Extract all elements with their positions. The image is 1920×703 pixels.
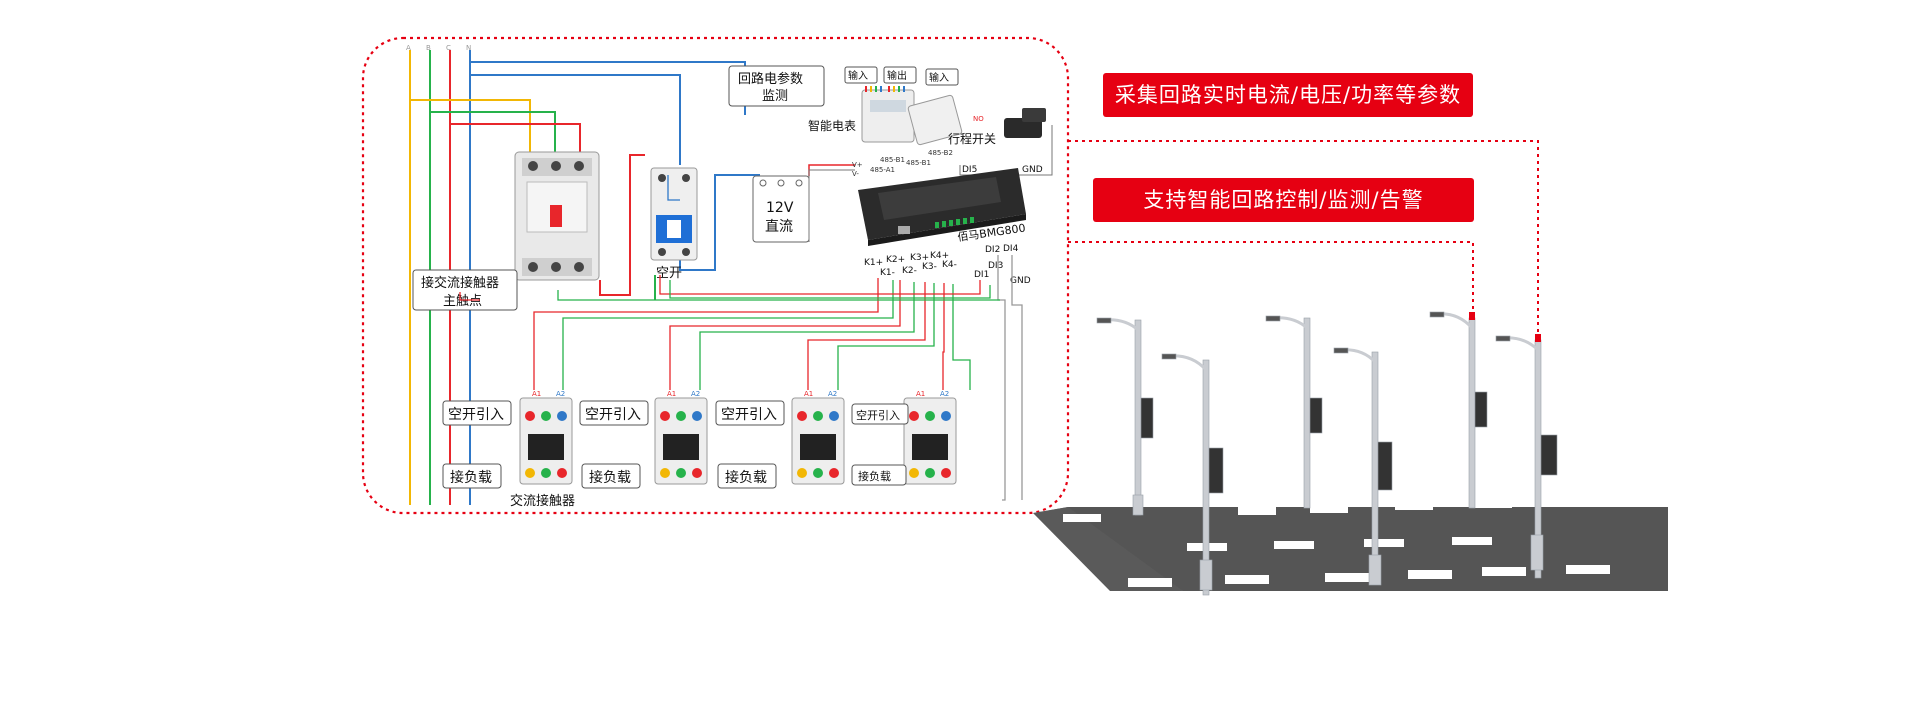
di3-label: DI3 [988, 261, 1003, 271]
k2m-label: K2- [902, 266, 917, 276]
a1-label-2: A1 [667, 390, 676, 398]
k1m-label: K1- [880, 268, 895, 278]
breaker-in-label-2: 空开引入 [585, 407, 641, 423]
contactor-3 [791, 397, 845, 485]
phase-label-n: N [466, 44, 471, 52]
vminus-label: V- [852, 170, 859, 178]
a1-label-4: A1 [916, 390, 925, 398]
breaker-in-label-4: 空开引入 [856, 408, 900, 422]
dc-supply: 12V 直流 [752, 175, 810, 243]
contact-label-line1: 接交流接触器 [421, 275, 499, 291]
load-box-3 [717, 463, 777, 489]
contact-label-box [412, 269, 518, 311]
dc-label-line1: 12V [766, 200, 794, 216]
output-tag-text: 输出 [887, 69, 907, 82]
rs485-b1-label: 485-B1 [880, 156, 905, 164]
input-tag-2 [925, 68, 959, 86]
loop-monitor-line1: 回路电参数 [738, 71, 803, 87]
rs485-b2-label: 485-B2 [928, 149, 953, 157]
controller-device [858, 168, 1026, 246]
k4m-label: K4- [942, 260, 957, 270]
contact-label-line2: 主触点 [443, 294, 482, 309]
contactor-1 [519, 397, 573, 485]
vplus-label: V+ [852, 161, 863, 169]
breaker-in-label-1: 空开引入 [448, 407, 504, 423]
callout-smart-control: 支持智能回路控制/监测/告警 [1093, 178, 1474, 222]
pole-6 [1495, 334, 1558, 579]
di5-label: DI5 [962, 165, 977, 175]
rs485-b1b-label: 485-B1 [906, 159, 931, 167]
breaker-in-box-4 [851, 403, 909, 425]
main-breaker [514, 151, 600, 281]
phase-label-a: A [406, 44, 411, 52]
loop-monitor-line2: 监测 [762, 89, 788, 104]
rs485-a1-label: 485-A1 [870, 166, 895, 174]
loop-monitor-box [728, 65, 825, 107]
travel-switch [1004, 108, 1046, 138]
load-label-3: 接负载 [725, 469, 767, 486]
breaker-in-box-1 [442, 400, 512, 426]
a2-label-4: A2 [940, 390, 949, 398]
smart-meter [861, 86, 915, 143]
di2-label: DI2 [985, 245, 1000, 255]
load-box-4 [851, 464, 907, 486]
breaker-2p [650, 167, 698, 261]
a2-label-3: A2 [828, 390, 837, 398]
pole-3 [1265, 315, 1323, 509]
load-label-1: 接负载 [450, 469, 492, 486]
contactor-2 [654, 397, 708, 485]
smart-poles [1096, 311, 1558, 596]
k3p-label: K3+ [910, 253, 929, 263]
gnd-bottom-label: GND [1010, 276, 1031, 286]
a1-label-1: A1 [532, 390, 541, 398]
contactor-row [519, 397, 957, 485]
input-tag-1-text: 输入 [848, 69, 868, 82]
input-tag-2-text: 输入 [929, 71, 949, 84]
k2p-label: K2+ [886, 255, 905, 265]
a2-label-1: A2 [556, 390, 565, 398]
di1-label: DI1 [974, 270, 989, 280]
phase-label-c: C [446, 44, 451, 52]
k1p-label: K1+ [864, 258, 883, 268]
contactor-label: 交流接触器 [510, 493, 575, 509]
a2-label-2: A2 [691, 390, 700, 398]
output-tag [883, 66, 917, 84]
travel-switch-label: 行程开关 [948, 131, 996, 146]
k4p-label: K4+ [930, 251, 949, 261]
callout-collect-parameters: 采集回路实时电流/电压/功率等参数 [1103, 73, 1473, 117]
control-wires [459, 175, 1023, 501]
connector-line-2 [1068, 241, 1474, 318]
a1-label-3: A1 [804, 390, 813, 398]
contactor-4 [903, 397, 957, 485]
phase-label-b: B [426, 44, 431, 52]
meter-label: 智能电表 [808, 118, 856, 133]
pole-2 [1161, 353, 1224, 596]
no-label: NO [973, 115, 984, 123]
gnd-top-label: GND [1022, 165, 1043, 175]
pole-4 [1333, 347, 1393, 586]
breaker-in-label-3: 空开引入 [721, 407, 777, 423]
load-label-2: 接负载 [589, 469, 631, 486]
load-box-2 [581, 463, 641, 489]
pole-1 [1096, 317, 1154, 516]
load-label-4: 接负载 [858, 469, 891, 483]
connector-line-1 [1068, 140, 1539, 338]
dc-label-line2: 直流 [765, 218, 793, 235]
breaker-in-box-3 [715, 400, 785, 426]
k3m-label: K3- [922, 262, 937, 272]
signal-isolator [907, 94, 963, 146]
load-box-1 [442, 463, 502, 489]
input-tag-1 [844, 66, 878, 84]
breaker-label: 空开 [656, 266, 682, 281]
breaker-in-box-2 [579, 400, 649, 426]
pole-5 [1429, 311, 1488, 509]
di4-label: DI4 [1003, 244, 1019, 254]
